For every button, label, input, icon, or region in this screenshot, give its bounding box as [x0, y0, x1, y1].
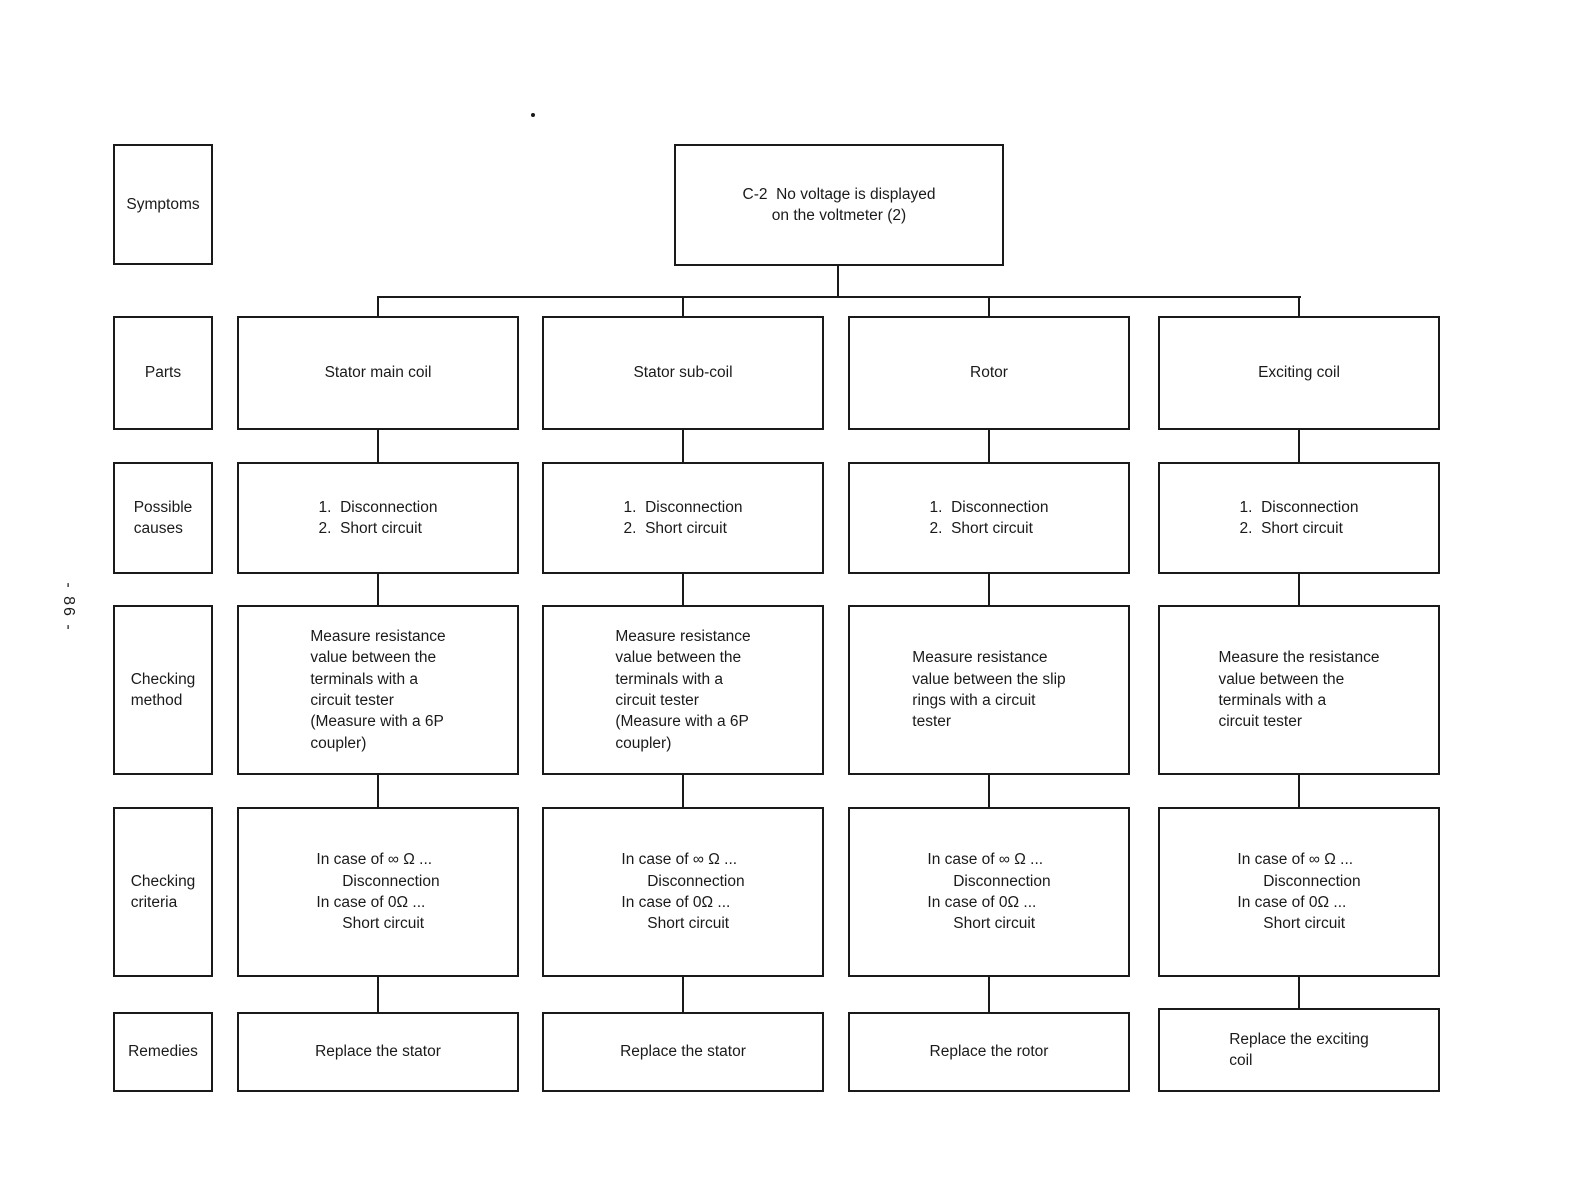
row-label-parts: Parts: [113, 316, 213, 430]
criteria-box-col1: In case of ∞ Ω ... Disconnection In case…: [237, 807, 519, 977]
causes-box-col4: 1. Disconnection 2. Short circuit: [1158, 462, 1440, 574]
connector-col3-method-criteria: [988, 775, 990, 807]
row-label-symptoms-text: Symptoms: [126, 195, 200, 213]
connector-col4-criteria-remedy: [1298, 977, 1300, 1012]
method-text: Measure resistance value between the ter…: [615, 627, 751, 752]
criteria-text: In case of ∞ Ω ... Disconnection In case…: [927, 851, 1051, 933]
connector-symptom-stem: [837, 266, 839, 297]
remedy-box-col3: Replace the rotor: [848, 1012, 1130, 1092]
connector-col2-parts-causes: [682, 430, 684, 462]
row-label-parts-text: Parts: [144, 364, 182, 382]
part-box-stator-main-coil: Stator main coil: [237, 316, 519, 430]
scan-artifact-dot: [531, 113, 535, 117]
criteria-box-col3: In case of ∞ Ω ... Disconnection In case…: [848, 807, 1130, 977]
part-box-exciting-coil: Exciting coil: [1158, 316, 1440, 430]
row-label-checking-criteria: Checking criteria: [113, 807, 213, 977]
connector-col2-causes-method: [682, 574, 684, 605]
remedy-text: Replace the exciting coil: [1229, 1030, 1369, 1069]
connector-col1-method-criteria: [377, 775, 379, 807]
method-box-col1: Measure resistance value between the ter…: [237, 605, 519, 775]
connector-col1-causes-method: [377, 574, 379, 605]
remedy-box-col1: Replace the stator: [237, 1012, 519, 1092]
causes-text: 1. Disconnection 2. Short circuit: [1239, 498, 1359, 537]
part-box-stator-sub-coil: Stator sub-coil: [542, 316, 824, 430]
connector-distributor-line: [377, 296, 1301, 298]
row-label-checking-method: Checking method: [113, 605, 213, 775]
connector-col4-method-criteria: [1298, 775, 1300, 807]
part-text: Stator sub-coil: [633, 364, 733, 382]
method-box-col4: Measure the resistance value between the…: [1158, 605, 1440, 775]
causes-box-col2: 1. Disconnection 2. Short circuit: [542, 462, 824, 574]
method-text: Measure resistance value between the sli…: [912, 649, 1066, 731]
method-text: Measure the resistance value between the…: [1218, 649, 1380, 731]
part-text: Exciting coil: [1258, 364, 1340, 382]
remedy-box-col4: Replace the exciting coil: [1158, 1008, 1440, 1092]
method-box-col2: Measure resistance value between the ter…: [542, 605, 824, 775]
symptom-text: C-2 No voltage is displayed on the voltm…: [742, 185, 936, 224]
connector-col3-criteria-remedy: [988, 977, 990, 1012]
remedy-text: Replace the stator: [315, 1043, 441, 1061]
row-label-remedies: Remedies: [113, 1012, 213, 1092]
criteria-text: In case of ∞ Ω ... Disconnection In case…: [1237, 851, 1361, 933]
row-label-possible-causes: Possible causes: [113, 462, 213, 574]
connector-col3-causes-method: [988, 574, 990, 605]
method-box-col3: Measure resistance value between the sli…: [848, 605, 1130, 775]
row-label-checking-criteria-text: Checking criteria: [130, 872, 196, 911]
method-text: Measure resistance value between the ter…: [310, 627, 446, 752]
connector-drop-col3: [988, 296, 990, 316]
row-label-remedies-text: Remedies: [128, 1043, 198, 1061]
causes-box-col1: 1. Disconnection 2. Short circuit: [237, 462, 519, 574]
part-box-rotor: Rotor: [848, 316, 1130, 430]
symptom-box: C-2 No voltage is displayed on the voltm…: [674, 144, 1004, 266]
part-text: Rotor: [970, 364, 1008, 382]
causes-text: 1. Disconnection 2. Short circuit: [929, 498, 1049, 537]
connector-col3-parts-causes: [988, 430, 990, 462]
connector-drop-col2: [682, 296, 684, 316]
causes-text: 1. Disconnection 2. Short circuit: [318, 498, 438, 537]
row-label-checking-method-text: Checking method: [130, 670, 196, 709]
causes-text: 1. Disconnection 2. Short circuit: [623, 498, 743, 537]
connector-drop-col4: [1298, 296, 1300, 316]
connector-col2-method-criteria: [682, 775, 684, 807]
criteria-box-col4: In case of ∞ Ω ... Disconnection In case…: [1158, 807, 1440, 977]
connector-col1-parts-causes: [377, 430, 379, 462]
criteria-text: In case of ∞ Ω ... Disconnection In case…: [316, 851, 440, 933]
criteria-text: In case of ∞ Ω ... Disconnection In case…: [621, 851, 745, 933]
remedy-text: Replace the stator: [620, 1043, 746, 1061]
remedy-box-col2: Replace the stator: [542, 1012, 824, 1092]
remedy-text: Replace the rotor: [929, 1043, 1049, 1061]
row-label-symptoms: Symptoms: [113, 144, 213, 265]
page-number: - 86 -: [60, 582, 77, 632]
connector-col4-causes-method: [1298, 574, 1300, 605]
connector-col2-criteria-remedy: [682, 977, 684, 1012]
connector-col1-criteria-remedy: [377, 977, 379, 1012]
connector-drop-col1: [377, 296, 379, 316]
row-label-possible-causes-text: Possible causes: [133, 498, 193, 537]
part-text: Stator main coil: [324, 364, 432, 382]
connector-col4-parts-causes: [1298, 430, 1300, 462]
criteria-box-col2: In case of ∞ Ω ... Disconnection In case…: [542, 807, 824, 977]
causes-box-col3: 1. Disconnection 2. Short circuit: [848, 462, 1130, 574]
